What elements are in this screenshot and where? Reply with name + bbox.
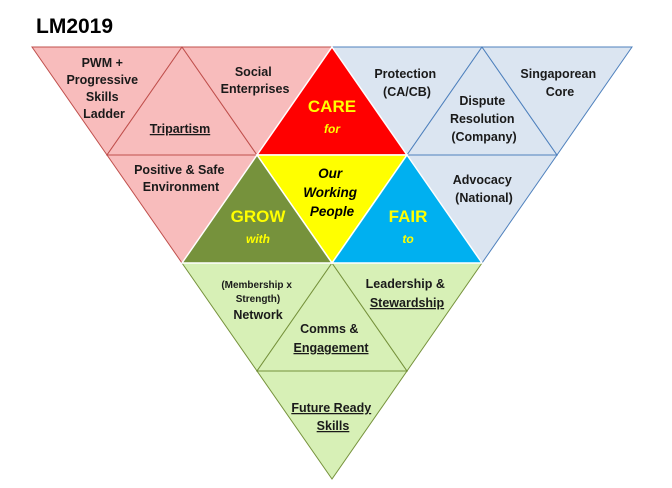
comms-label: Comms & Engagement [293, 322, 369, 355]
grow-section [181, 262, 483, 480]
care-label: CARE [308, 97, 356, 116]
positive-safe-label: Positive & Safe Environment [134, 163, 228, 194]
singaporean-core-label: Singaporean Core [520, 67, 599, 99]
fair-sub: to [402, 232, 413, 246]
grow-triangle [180, 153, 334, 264]
fair-triangle [330, 153, 484, 264]
social-enterprises-label: Social Enterprises [221, 65, 290, 96]
future-ready-triangle [256, 370, 408, 480]
care-section [31, 46, 333, 264]
advocacy-label: Advocacy (National) [453, 173, 516, 205]
grow-label: GROW [231, 207, 287, 226]
future-ready-label: Future Ready Skills [291, 401, 374, 433]
network-label: Network [233, 308, 282, 322]
leadership-label: Leadership & Stewardship [366, 277, 449, 310]
care-sub: for [324, 122, 341, 136]
singaporean-core-triangle [481, 46, 633, 156]
diagram-title: LM2019 [36, 15, 113, 38]
center-label: Our Working People [303, 166, 361, 219]
fair-label: FAIR [389, 207, 428, 226]
fair-section [331, 46, 633, 264]
network-sub-label: (Membership x Strength) [221, 280, 294, 305]
protection-label: Protection (CA/CB) [374, 67, 439, 99]
tripartism-label: Tripartism [150, 122, 210, 136]
dispute-label: Dispute Resolution (Company) [450, 94, 518, 144]
pwm-label: PWM + Progressive Skills Ladder [66, 56, 141, 121]
core-triangles [180, 45, 484, 265]
grow-sub: with [246, 232, 270, 246]
